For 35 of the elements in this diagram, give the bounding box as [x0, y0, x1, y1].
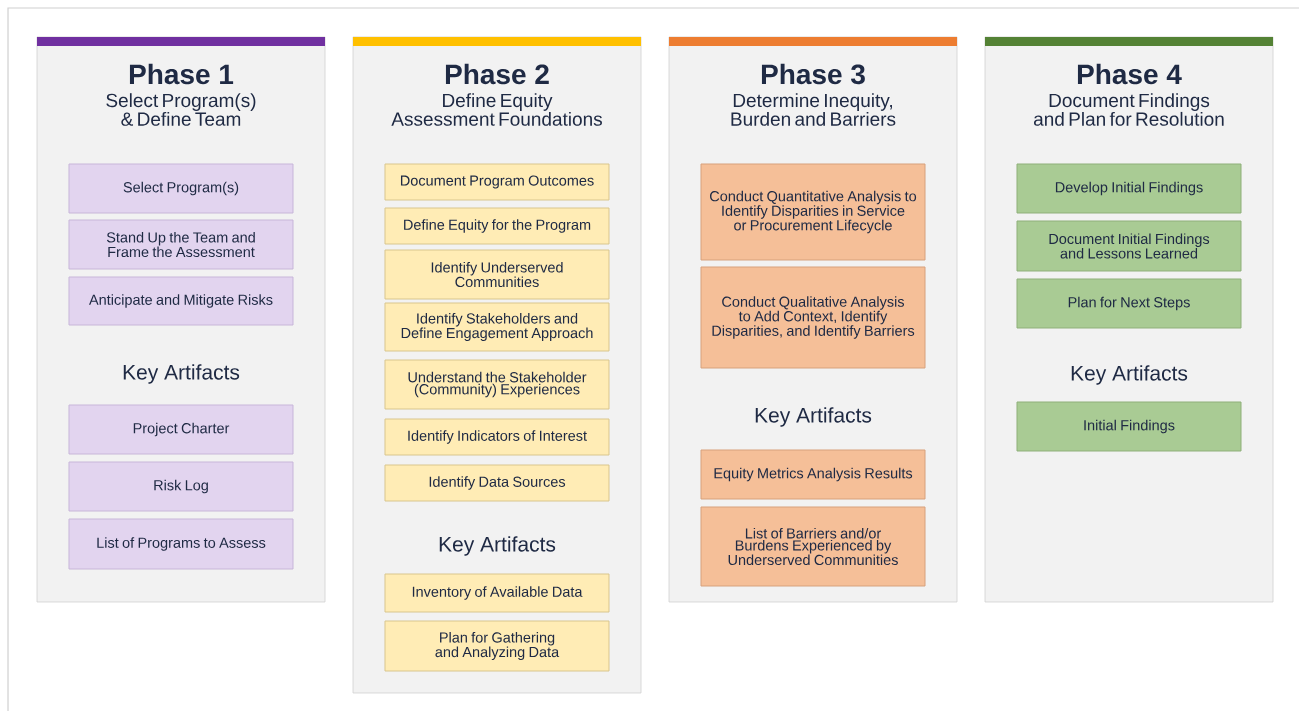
- step-box: Initial Findings: [1016, 401, 1242, 452]
- step-box: Identify Underserved Communities: [384, 249, 610, 300]
- step-box: Document Program Outcomes: [384, 163, 610, 201]
- step-box: Anticipate and Mitigate Risks: [68, 276, 294, 326]
- step-box: Select Program(s): [68, 163, 294, 214]
- step-box: Stand Up the Team and Frame the Assessment: [68, 219, 294, 270]
- step-box: Plan for Next Steps: [1016, 278, 1242, 329]
- step-box: Conduct Qualitative Analysis to Add Context, Identify Disparities, and Identify Barriers: [700, 266, 926, 369]
- phase-subtitle: Select Program(s) & Define Team: [106, 93, 256, 126]
- step-box: Conduct Quantitative Analysis to Identify Disparities in Service or Procurement Lifecycle: [700, 163, 926, 261]
- section-heading: Key Artifacts: [755, 407, 872, 427]
- section-heading: Key Artifacts: [1071, 365, 1188, 385]
- step-box: Understand the Stakeholder (Community) Experiences: [384, 359, 610, 410]
- phase-title: Phase 2: [445, 63, 549, 85]
- step-box: Document Initial Findings and Lessons Learned: [1016, 220, 1242, 272]
- step-box: Plan for Gathering and Analyzing Data: [384, 620, 610, 672]
- section-heading: Key Artifacts: [123, 364, 240, 384]
- step-box: Define Equity for the Program: [384, 207, 610, 245]
- step-box: Risk Log: [68, 461, 294, 512]
- step-box: Equity Metrics Analysis Results: [700, 449, 926, 500]
- step-box: List of Barriers and/or Burdens Experienced by Underserved Communities: [700, 506, 926, 587]
- phase-title: Phase 4: [1077, 63, 1182, 85]
- step-box: Develop Initial Findings: [1016, 163, 1242, 214]
- step-box: Identify Data Sources: [384, 464, 610, 502]
- step-box: Identify Stakeholders and Define Engagement Approach: [384, 302, 610, 352]
- step-box: Project Charter: [68, 404, 294, 455]
- phase-subtitle: Define Equity Assessment Foundations: [391, 93, 602, 126]
- step-box: Inventory of Available Data: [384, 573, 610, 613]
- step-box: Identify Indicators of Interest: [384, 418, 610, 456]
- phase-subtitle: Document Findings and Plan for Resolution: [1033, 93, 1224, 126]
- step-box: List of Programs to Assess: [68, 518, 294, 570]
- phase-title: Phase 3: [761, 63, 865, 85]
- phase-subtitle: Determine Inequity, Burden and Barriers: [731, 93, 896, 126]
- section-heading: Key Artifacts: [439, 536, 556, 556]
- phase-title: Phase 1: [129, 63, 234, 85]
